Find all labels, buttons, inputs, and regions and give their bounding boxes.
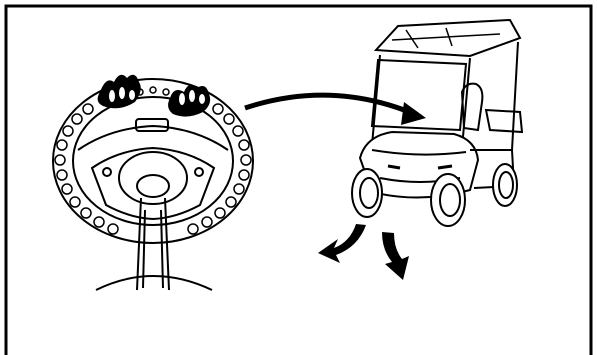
hands-icon <box>98 75 211 117</box>
golf-cart-icon <box>352 20 522 226</box>
wheel-turn-arrow-icon <box>318 224 409 280</box>
motion-arrow-icon <box>245 95 426 125</box>
steering-wheel-icon <box>53 79 253 290</box>
